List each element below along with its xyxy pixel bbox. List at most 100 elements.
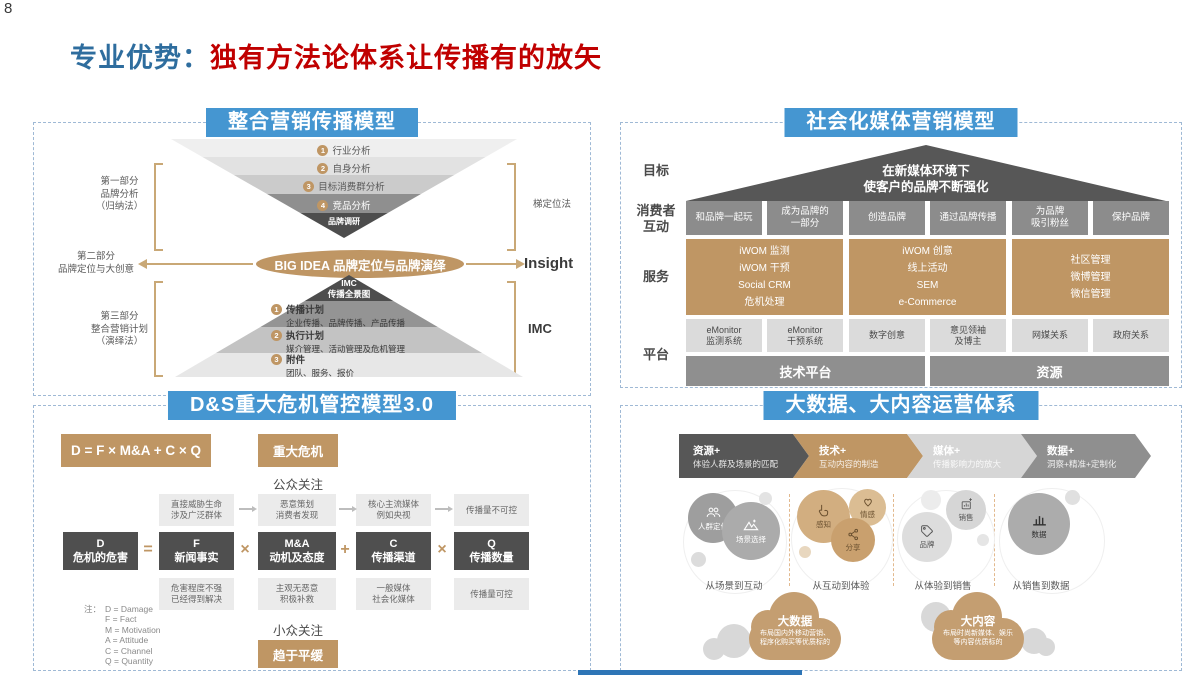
crisis-minor-attention: 小众关注 xyxy=(272,624,323,638)
group-caption: 从互动到体验 xyxy=(812,581,870,592)
interaction-box: 为品牌 吸引粉丝 xyxy=(1012,201,1088,235)
dot xyxy=(691,552,706,567)
arrow-right-icon xyxy=(339,505,357,512)
dot xyxy=(759,492,772,505)
page-number: 8 xyxy=(4,0,13,17)
slide-title: 专业优势：独有方法论体系让传播有的放矢 xyxy=(70,36,602,75)
crisis-major-box: 重大危机 xyxy=(258,434,338,467)
service-box: iWOM 监测 iWOM 干预 Social CRM 危机处理 xyxy=(686,239,843,315)
platform-box: 数字创意 xyxy=(849,319,925,352)
crisis-flatten-box: 趋于平缓 xyxy=(258,640,338,668)
chevron-resource: 资源+ 体验人群及场景的匹配 xyxy=(679,434,809,478)
bracket xyxy=(154,163,163,251)
operator: = xyxy=(143,541,153,558)
interaction-box: 成为品牌的 一部分 xyxy=(767,201,843,235)
imc-part3-label: 第三部分 整合营销计划 （演绎法） xyxy=(90,311,148,347)
social-label-goal: 目标 xyxy=(642,163,669,178)
scene-icon xyxy=(743,519,759,531)
left-arrow-icon xyxy=(138,259,253,269)
chevron-tech: 技术+ 互动内容的制造 xyxy=(793,434,923,478)
panel-crisis-model: D&S重大危机管控模型3.0 D = F × M&A + C × Q 重大危机 … xyxy=(33,391,591,671)
slide-title-prefix: 专业优势： xyxy=(70,43,210,73)
interaction-box: 保护品牌 xyxy=(1093,201,1169,235)
arrow-right-icon xyxy=(239,505,257,512)
people-icon xyxy=(706,507,720,517)
crisis-legend: 注： D = Damage F = Fact M = Motivation A … xyxy=(84,604,161,666)
dot xyxy=(799,546,811,558)
bigcontent-cloud: 大内容 布局时尚新媒体、娱乐 等内容优质标的 xyxy=(932,592,1024,664)
service-box: iWOM 创意 线上活动 SEM e-Commerce xyxy=(849,239,1006,315)
group-caption: 从体验到销售 xyxy=(914,581,972,592)
imc-imc-label: IMC xyxy=(528,321,552,336)
imc-positioning-label: 梯定位法 xyxy=(532,199,571,210)
funnel-tip: 品牌调研 xyxy=(328,217,360,226)
dot xyxy=(921,490,941,510)
bracket xyxy=(154,281,163,377)
circle-sales: 销售 xyxy=(946,490,986,530)
cloud-desc: 布局时尚新媒体、娱乐 等内容优质标的 xyxy=(943,630,1013,646)
chevron-media: 媒体+ 传播影响力的放大 xyxy=(907,434,1037,478)
arrow-right-icon xyxy=(435,505,453,512)
cloud-shadow xyxy=(1037,638,1055,656)
cloud-title: 大数据 xyxy=(777,616,813,628)
severe-box: 恶意策划 消费者发现 xyxy=(258,494,336,526)
ring xyxy=(897,490,995,588)
share-icon xyxy=(847,528,858,540)
ring xyxy=(999,488,1105,594)
cloud-desc: 布局国内外移动营销、 程序化购买等优质标的 xyxy=(760,630,830,646)
panel-crisis-header: D&S重大危机管控模型3.0 xyxy=(167,391,457,420)
social-label-platform: 平台 xyxy=(642,347,669,362)
circle-scene: 场景选择 xyxy=(722,502,780,560)
data-icon xyxy=(1032,515,1046,526)
panel-social-model: 社会化媒体营销模型 目标 消费者 互动 服务 平台 在新媒体环境下 使客户的品牌… xyxy=(620,108,1182,388)
circle-brand: 品牌 xyxy=(902,512,952,562)
bottom-accent-bar xyxy=(578,670,802,675)
chevron-data: 数据+ 洞察+精准+定制化 xyxy=(1021,434,1151,478)
platform-box: 网媒关系 xyxy=(1012,319,1088,352)
ring xyxy=(683,490,787,594)
group-caption: 从销售到数据 xyxy=(1012,581,1070,592)
legend-lines: D = Damage F = Fact M = Motivation A = A… xyxy=(105,604,161,667)
legend-note-label: 注： xyxy=(84,604,102,614)
imc-part2-label: 第二部分 品牌定位与大创意 xyxy=(57,251,134,275)
interaction-box: 创造品牌 xyxy=(849,201,925,235)
social-label-service: 服务 xyxy=(642,269,669,284)
operator: × xyxy=(240,541,250,558)
interaction-box: 通过品牌传播 xyxy=(930,201,1006,235)
panel-imc-header: 整合营销传播模型 xyxy=(206,108,418,137)
crisis-public-attention: 公众关注 xyxy=(272,478,323,492)
sales-icon xyxy=(961,497,972,509)
imc-insight-label: Insight xyxy=(524,255,574,272)
imc-part1-label: 第一部分 品牌分析 （归纳法） xyxy=(95,176,144,212)
mild-box: 主观无恶意 积极补救 xyxy=(258,578,336,610)
panel-bigdata-model: 大数据、大内容运营体系 资源+ 体验人群及场景的匹配 技术+ 互动内容的制造 媒… xyxy=(620,391,1182,671)
slide-title-main: 独有方法论体系让传播有的放矢 xyxy=(210,43,602,73)
dot xyxy=(1065,490,1080,505)
tag-icon xyxy=(921,525,933,537)
panel-social-header: 社会化媒体营销模型 xyxy=(784,108,1018,137)
operator: × xyxy=(437,541,447,558)
circle-data: 数据 xyxy=(1008,493,1070,555)
mild-box: 危害程度不强 已经得到解决 xyxy=(159,578,234,610)
cloud-shadow xyxy=(703,638,725,660)
bracket xyxy=(507,163,516,251)
platform-box: eMonitor 监测系统 xyxy=(686,319,762,352)
crisis-formula-box: D = F × M&A + C × Q xyxy=(61,434,211,467)
panel-bigdata-header: 大数据、大内容运营体系 xyxy=(763,391,1039,420)
ring xyxy=(791,488,893,590)
severe-box: 核心主流媒体 例如央视 xyxy=(356,494,431,526)
group-caption: 从场景到互动 xyxy=(705,581,763,592)
